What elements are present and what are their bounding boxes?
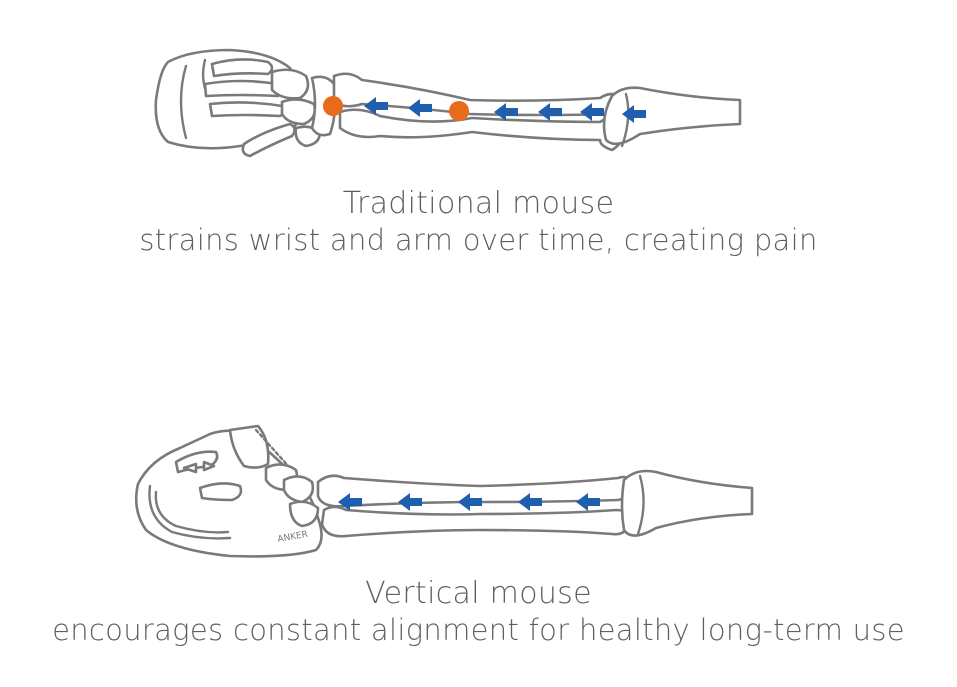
mouse-button-line [179,64,188,140]
mouse-grip-line [154,490,230,534]
vertical-caption: Vertical mouse encourages constant align… [0,576,957,648]
carpal-bone [282,475,315,504]
thumb-bone [198,482,243,502]
force-arrow [518,493,542,511]
joint-line [620,92,630,148]
hand-outline-dashed [254,428,292,470]
mouse-back-button [202,460,216,472]
joint-line [636,474,645,536]
mouse-grip-line [148,484,232,540]
force-arrow [364,97,388,115]
ulna-bone [320,505,632,538]
traditional-illustration [154,48,742,158]
finger-bone [208,101,286,118]
traditional-panel: Traditional mouse strains wrist and arm … [0,0,957,300]
carpal-bone [288,500,320,528]
traditional-force-arrows [364,97,646,123]
finger-bone [241,122,296,158]
traditional-caption: Traditional mouse strains wrist and arm … [0,186,957,258]
force-arrow [398,493,422,511]
traditional-description: strains wrist and arm over time, creatin… [139,223,818,257]
force-arrow [408,99,432,117]
vertical-title: Vertical mouse [365,576,592,611]
force-arrow [576,493,600,511]
carpal-bone [270,68,310,100]
mouse-forward-button [182,462,198,474]
vertical-force-arrows [338,493,600,511]
elbow-bone [602,86,742,146]
forearm-strain-point [449,101,469,121]
force-arrow [622,105,646,123]
finger-bone [210,58,274,78]
traditional-title: Traditional mouse [342,186,615,221]
elbow-bone [620,469,754,537]
finger-bone [203,79,283,98]
carpal-bone [280,98,317,126]
force-arrow [338,493,362,511]
force-arrow [458,493,482,511]
vertical-panel: ANKER Vertical mouse encourages constant… [0,400,957,687]
vertical-illustration: ANKER [134,424,754,558]
force-arrow [538,103,562,121]
force-arrow [494,103,518,121]
vertical-description: encourages constant alignment for health… [52,613,905,647]
force-arrow [580,103,604,121]
wrist-strain-point [323,96,343,116]
